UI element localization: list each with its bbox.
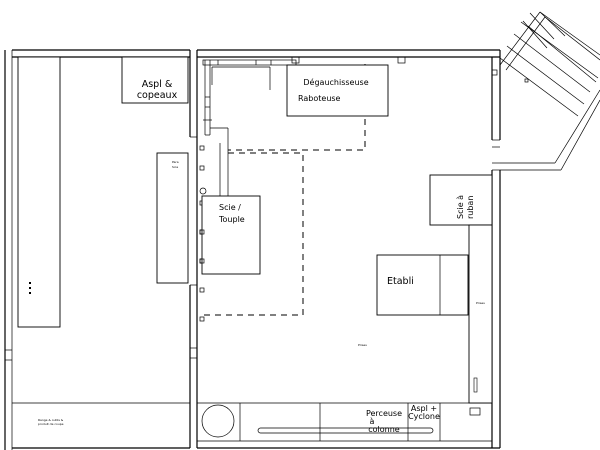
left-wall-bench (17, 56, 61, 328)
planer-clearance-zone (228, 64, 366, 151)
right-bench-marker (473, 377, 478, 393)
saw-shaper-outlets (199, 229, 205, 264)
cyclone-label-2: Cyclone (408, 412, 440, 421)
bandsaw-label-1: Scie à (456, 195, 465, 219)
saw-shaper-label-2: Touple (218, 215, 245, 224)
floor-duct (257, 427, 434, 434)
jointer-planer (286, 64, 389, 117)
bottom-strip (239, 403, 481, 441)
saw-clearance-zone (203, 152, 304, 316)
staircase (499, 11, 600, 171)
cyclone-label-1: Aspl + (411, 404, 437, 413)
storage-note-2: produit de coupe (38, 422, 64, 426)
drill-press-label-3: colonne (368, 425, 400, 434)
chip-extractor-box (121, 56, 189, 104)
middle-cabinet-label-2: Scie (172, 165, 178, 169)
bandsaw (429, 174, 493, 226)
top-duct (202, 56, 498, 76)
drill-press-label-2: à (370, 417, 375, 426)
left-duct (203, 60, 271, 196)
dividing-wall (189, 50, 198, 448)
bandsaw-label-2: ruban (466, 196, 475, 219)
round-tank (201, 404, 235, 438)
chip-extractor-label-2: copeaux (137, 90, 178, 101)
right-wall-bench (468, 224, 493, 404)
storage-note-1: Range & outils & (38, 418, 64, 422)
drill-press-label-1: Perceuse (366, 409, 402, 418)
workbench-label: Etabli (387, 276, 414, 287)
middle-cabinet (156, 152, 189, 284)
saw-shaper (201, 195, 261, 275)
planer-label: Raboteuse (298, 94, 341, 103)
workbench (376, 254, 469, 316)
center-note: Prises (358, 343, 367, 347)
middle-cabinet-label-1: Para (172, 160, 179, 164)
chip-extractor-label-1: Aspl & (142, 79, 173, 90)
right-bench-note: Prises (476, 301, 485, 305)
jointer-label: Dégauchisseuse (303, 77, 368, 87)
left-bench-marks (29, 282, 31, 294)
saw-shaper-label-1: Scie / (219, 203, 241, 212)
